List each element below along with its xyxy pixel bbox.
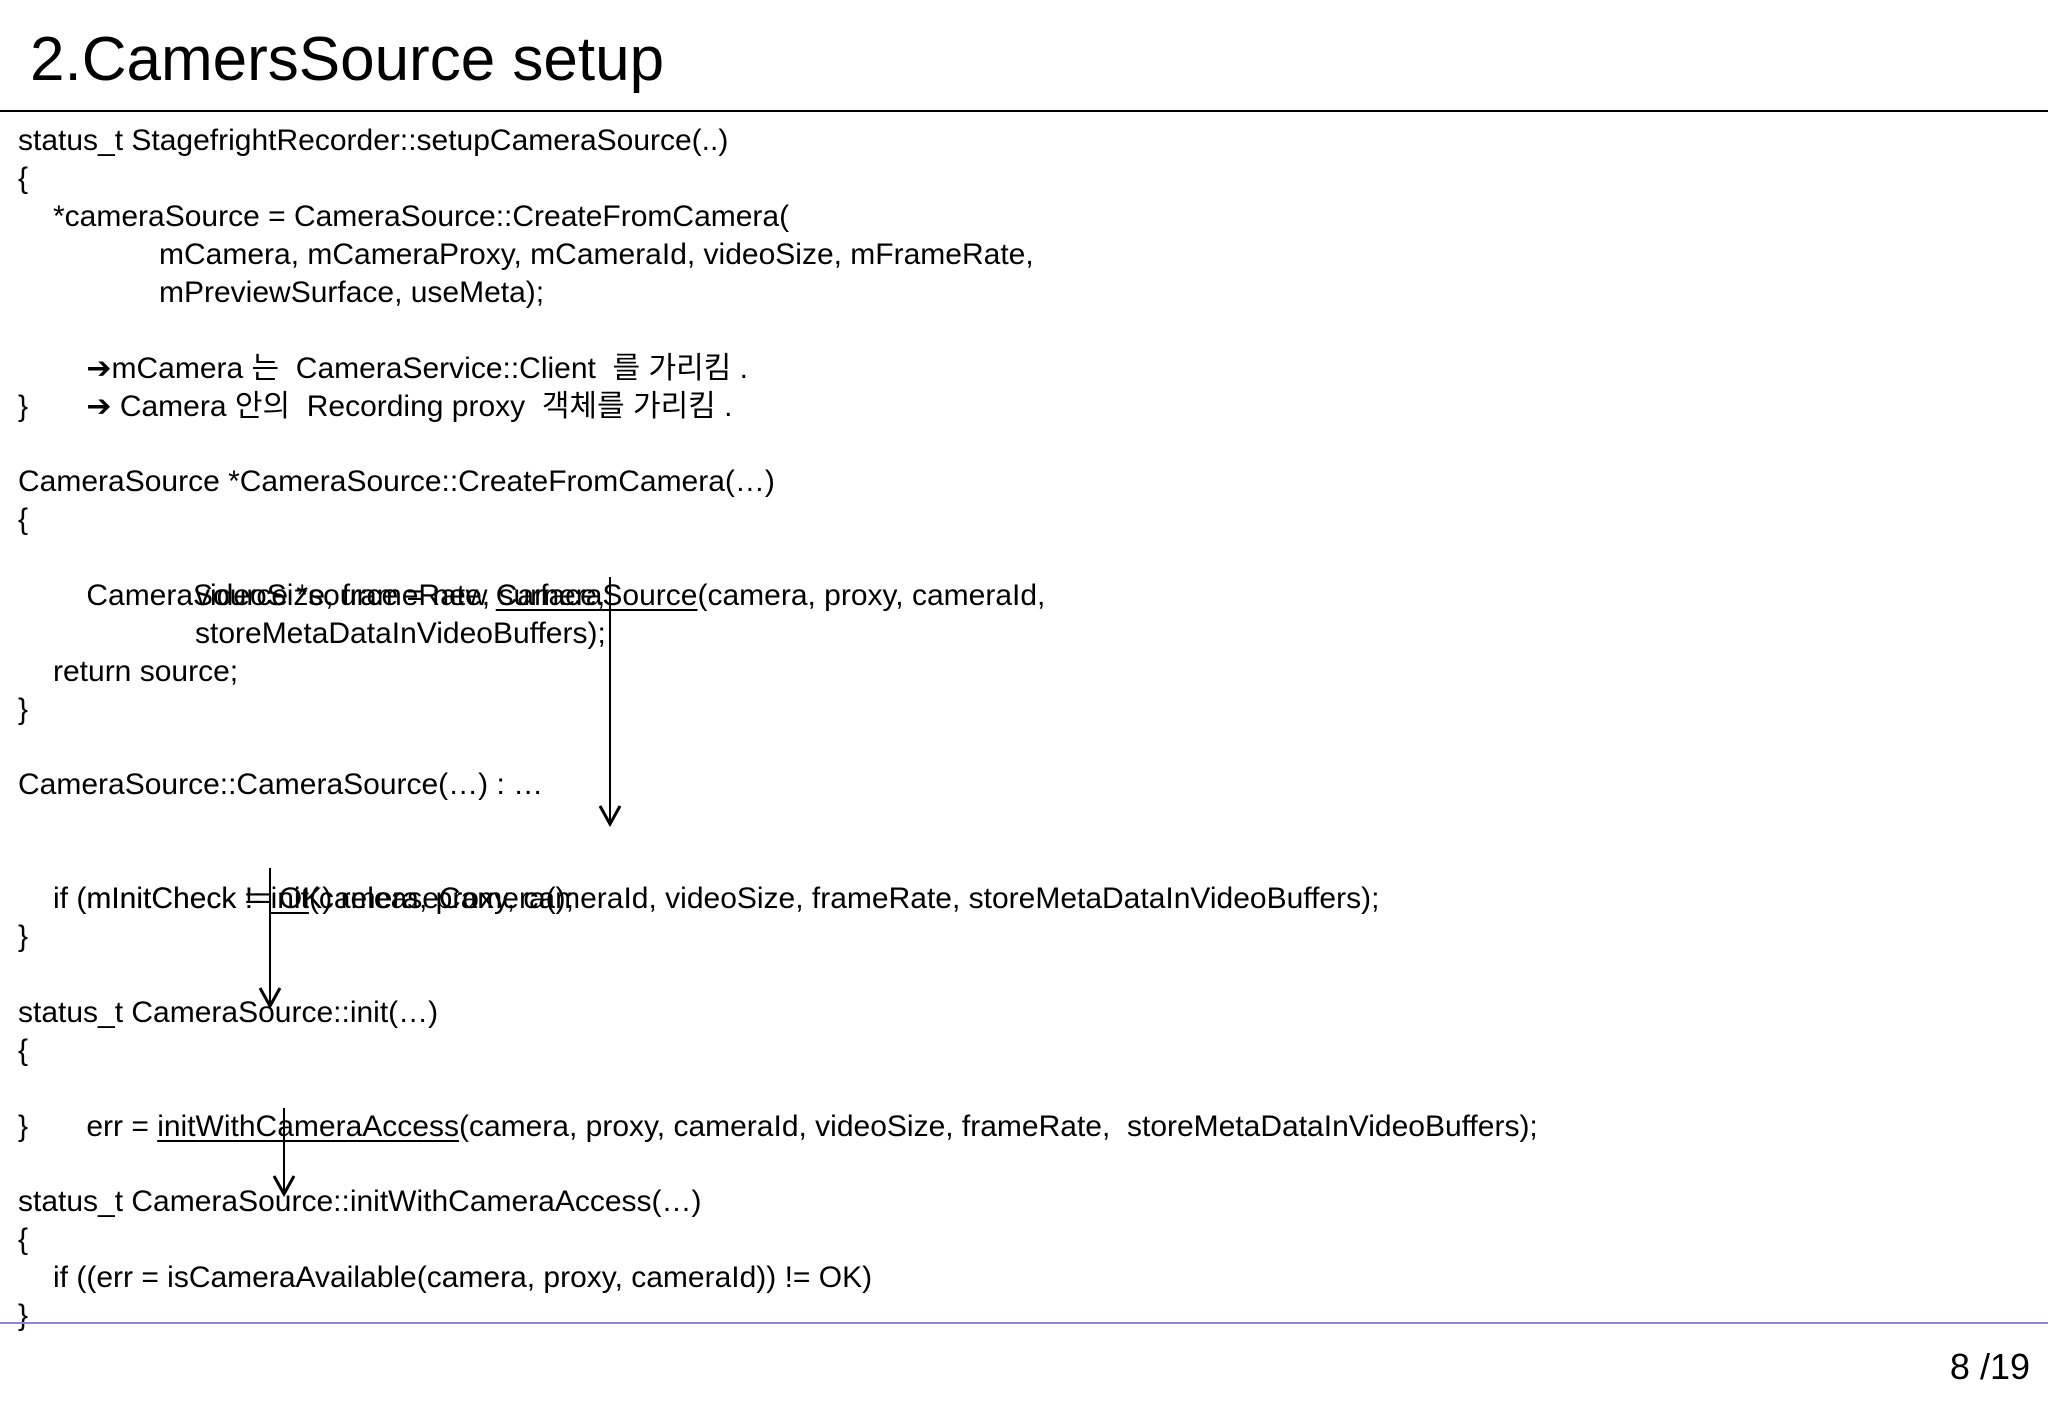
code-line: ➔ Camera 안의 Recording proxy 객체를 가리킴 . <box>53 350 732 423</box>
initwithcameraaccess-reference-link: initWithCameraAccess <box>157 1110 459 1143</box>
code-line: } <box>18 1299 29 1332</box>
code-line: if (mInitCheck != OK) releaseCamera(); <box>53 882 574 915</box>
right-arrow-icon: ➔ <box>86 390 112 423</box>
right-arrow-icon: ➔ <box>86 352 112 385</box>
init-reference-link: init <box>270 882 309 915</box>
code-line: mPreviewSurface, useMeta); <box>159 276 545 309</box>
code-line: { <box>18 162 29 195</box>
code-line: { <box>18 503 29 536</box>
code-line: storeMetaDataInVideoBuffers); <box>195 617 606 650</box>
code-line: { <box>18 1223 29 1256</box>
comment-text: mCamera 는 CameraService::Client 를 가리킴 . <box>111 352 748 385</box>
page-number: 8 /19 <box>1949 1346 2030 1387</box>
code-line: mCamera, mCameraProxy, mCameraId, videoS… <box>159 238 1034 271</box>
camerasource-reference-link: CameraSource <box>495 579 698 612</box>
code-line: return source; <box>53 655 239 688</box>
code-line: { <box>18 1034 29 1067</box>
code-line: } <box>18 920 29 953</box>
footer-divider <box>0 1322 2048 1324</box>
code-line: CameraSource *source = new CameraSource(… <box>86 579 1046 612</box>
code-line: CameraSource::CameraSource(…) : … <box>18 768 544 801</box>
code-line: mInitCheck = init(camera, proxy, cameraI… <box>86 882 1380 915</box>
code-line: *cameraSource = CameraSource::CreateFrom… <box>53 200 790 233</box>
code-line: } <box>18 390 29 423</box>
comment-text: Camera 안의 Recording proxy 객체를 가리킴 . <box>111 390 733 423</box>
code-line: if ((err = isCameraAvailable(camera, pro… <box>53 1261 873 1294</box>
slide-title: 2.CamersSource setup <box>30 25 665 94</box>
code-line: } <box>18 693 29 726</box>
code-line: CameraSource *CameraSource::CreateFromCa… <box>18 465 775 498</box>
code-line: status_t CameraSource::init(…) <box>18 996 439 1029</box>
code-line: status_t CameraSource::initWithCameraAcc… <box>18 1185 702 1218</box>
code-line: videoSize, frameRate, surface, <box>195 579 606 612</box>
code-line: status_t StagefrightRecorder::setupCamer… <box>18 124 729 157</box>
code-line: err = initWithCameraAccess(camera, proxy… <box>86 1110 1538 1143</box>
code-line: } <box>18 1110 29 1143</box>
code-line: ➔mCamera 는 CameraService::Client 를 가리킴 . <box>53 312 748 385</box>
title-divider <box>0 110 2048 112</box>
